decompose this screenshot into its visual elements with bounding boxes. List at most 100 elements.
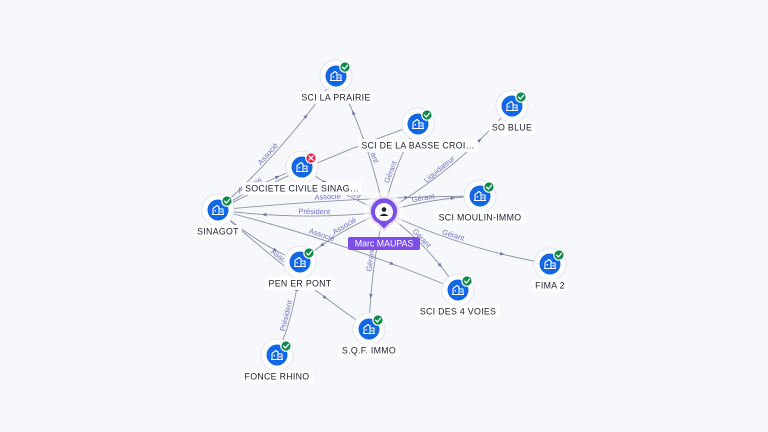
- company-node-basse[interactable]: SCI DE LA BASSE CROI…: [358, 107, 478, 152]
- edge-arrow: [389, 261, 395, 265]
- company-node-moulin[interactable]: SCI MOULIN-IMMO: [435, 179, 525, 224]
- node-label-box: [194, 225, 242, 238]
- node-label: SOCIETE CIVILE SINAG…: [245, 184, 359, 194]
- node-label-box: [416, 305, 500, 318]
- node-label-box: [435, 211, 525, 224]
- company-node-prairie[interactable]: SCI LA PRAIRIE: [298, 59, 374, 104]
- status-active-icon: [372, 314, 384, 326]
- node-label: SCI DES 4 VOIES: [420, 307, 496, 317]
- check-icon: [423, 112, 431, 118]
- building-icon: [330, 70, 342, 82]
- person-icon-bg: [375, 203, 393, 221]
- center-name[interactable]: Marc MAUPAS: [355, 239, 414, 249]
- check-icon: [341, 64, 349, 70]
- building-icon-outline: [212, 204, 224, 216]
- status-active-icon: [221, 195, 233, 207]
- building-icon-outline: [474, 190, 486, 202]
- building-icon-window: [273, 355, 275, 357]
- node-label: FONCE RHINO: [245, 372, 310, 382]
- edge-label: Gérant: [441, 227, 466, 243]
- node-label-box: [265, 277, 335, 290]
- company-node-fonce[interactable]: FONCE RHINO: [241, 338, 313, 383]
- building-icon: [296, 161, 308, 173]
- edge-center-sinagot: Président: [217, 207, 385, 217]
- node-label-box: [488, 121, 536, 134]
- nodes-layer: SCI LA PRAIRIE SCI DE LA BASSE CROI… SO BL…: [194, 59, 568, 383]
- company-node-penerpont[interactable]: PEN ER PONT: [265, 245, 335, 290]
- building-icon: [294, 256, 306, 268]
- building-icon-outline: [544, 258, 556, 270]
- person-icon-body: [379, 213, 389, 216]
- edge-arrow: [404, 195, 410, 200]
- building-icon-window: [476, 196, 478, 198]
- center-person-node[interactable]: Marc MAUPAS: [348, 192, 420, 250]
- edge-label: Président: [298, 207, 331, 216]
- edge-arrow: [499, 251, 505, 256]
- edge-line: [383, 211, 551, 265]
- building-icon-window: [220, 211, 222, 213]
- status-active-icon: [461, 275, 473, 287]
- building-icon-outline: [271, 349, 283, 361]
- building-icon-window: [414, 124, 416, 126]
- company-node-sinagot[interactable]: SINAGOT: [194, 193, 242, 238]
- building-icon-window: [302, 263, 304, 265]
- company-node-fima[interactable]: FIMA 2: [532, 247, 568, 292]
- building-icon-outline: [452, 284, 464, 296]
- building-icon-window: [304, 168, 306, 170]
- company-node-sqf[interactable]: S.Q.F. IMMO: [338, 312, 400, 357]
- node-label-box: [242, 182, 362, 195]
- building-icon-window: [482, 197, 484, 199]
- building-icon: [363, 323, 375, 335]
- building-icon-outline: [506, 100, 518, 112]
- status-active-icon: [421, 109, 433, 121]
- building-icon-window: [546, 264, 548, 266]
- edge-arrow: [319, 242, 325, 247]
- cross-icon: [308, 155, 314, 161]
- building-icon-window: [365, 329, 367, 331]
- check-icon: [374, 317, 382, 323]
- node-label-box: [241, 370, 313, 383]
- edge-arrow: [303, 114, 308, 119]
- building-icon-window: [552, 265, 554, 267]
- edge-arrow: [322, 294, 328, 300]
- company-node-sinag[interactable]: SOCIETE CIVILE SINAG…: [242, 150, 362, 195]
- edge-label: Liquidateur: [422, 154, 457, 185]
- edge-line: [217, 209, 459, 291]
- edge-label: Gérant: [411, 191, 436, 204]
- edge-arrow: [261, 212, 267, 217]
- node-label: SCI DE LA BASSE CROI…: [361, 141, 474, 151]
- building-icon-outline: [296, 161, 308, 173]
- person-icon-head: [381, 207, 387, 212]
- node-label: PEN ER PONT: [269, 279, 332, 289]
- node-label-box: [298, 91, 374, 104]
- building-icon: [212, 204, 224, 216]
- building-icon-window: [332, 76, 334, 78]
- building-icon-window: [279, 356, 281, 358]
- status-active-icon: [553, 249, 565, 261]
- company-node-voies[interactable]: SCI DES 4 VOIES: [416, 273, 500, 318]
- edge-sinagot-voies: Associé: [217, 209, 459, 291]
- building-icon-window: [371, 330, 373, 332]
- check-icon: [463, 278, 471, 284]
- node-label-box: [338, 344, 400, 357]
- building-icon: [412, 118, 424, 130]
- edge-line: [217, 195, 481, 211]
- building-icon-outline: [294, 256, 306, 268]
- edge-label: Associé: [314, 192, 341, 202]
- status-active-icon: [339, 61, 351, 73]
- edge-arrow: [477, 138, 482, 143]
- building-icon-window: [298, 167, 300, 169]
- status-active-icon: [280, 340, 292, 352]
- company-node-soblue[interactable]: SO BLUE: [488, 89, 536, 134]
- building-icon-outline: [330, 70, 342, 82]
- edge-arrow: [369, 293, 373, 299]
- node-label: FIMA 2: [535, 281, 565, 291]
- node-label: SCI MOULIN-IMMO: [439, 213, 522, 223]
- edge-arrow: [437, 262, 442, 268]
- building-icon-window: [420, 125, 422, 127]
- edge-label: Président: [278, 298, 295, 332]
- node-label-box: [532, 279, 568, 292]
- building-icon-window: [514, 107, 516, 109]
- building-icon-window: [454, 290, 456, 292]
